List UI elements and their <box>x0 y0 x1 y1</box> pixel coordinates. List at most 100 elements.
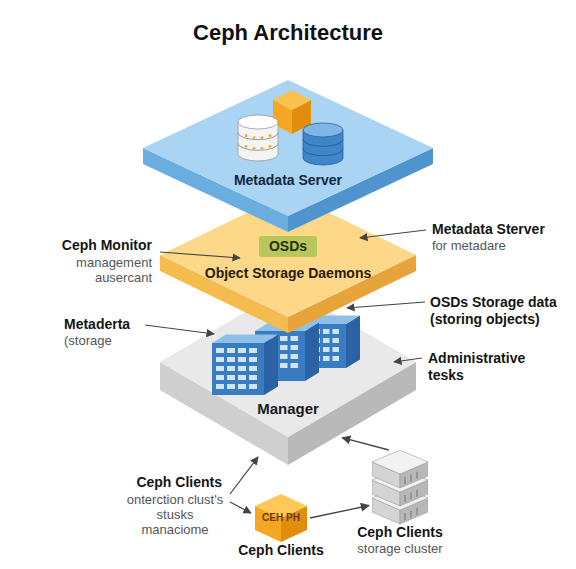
layer-shape <box>160 287 416 465</box>
database-dot <box>245 145 248 148</box>
database-dot <box>261 136 264 139</box>
rack-top <box>255 323 319 331</box>
database-dot <box>245 134 248 137</box>
node-label: Ceph Clients <box>233 542 329 559</box>
rack-window <box>323 347 330 352</box>
database-dot <box>269 134 272 137</box>
node-label: CEH PH <box>233 512 329 524</box>
leader-line <box>347 302 425 308</box>
annotation-label: Metadata Sterver <box>432 221 572 238</box>
rack-window <box>216 348 224 353</box>
database-band <box>303 149 343 156</box>
rack-window <box>249 366 257 371</box>
drive-slot <box>410 474 411 481</box>
rack-front <box>212 343 264 395</box>
annotation-label: Ceph Clients <box>100 474 222 491</box>
layer-top <box>143 80 433 216</box>
drive-slot <box>404 495 405 502</box>
component-box: OSDs <box>259 236 317 257</box>
layer-panel: Manager <box>160 287 416 465</box>
rack-top <box>300 316 360 324</box>
rack-window <box>249 348 257 353</box>
rack-window <box>323 356 330 361</box>
server-stack: Ceph Clientsstorage cluster <box>348 450 452 556</box>
drive-slot <box>404 513 405 520</box>
drive-slot <box>416 508 417 515</box>
node-label: Manager <box>160 400 416 418</box>
drive-slot <box>410 492 411 499</box>
stack-shape <box>372 450 428 524</box>
annotation-label: management ausercant <box>52 255 152 285</box>
rack-window <box>333 329 340 334</box>
layer-top <box>160 193 416 317</box>
box-face <box>273 90 311 110</box>
node-label: Ceph Clients <box>348 524 452 541</box>
diagram-title: Ceph Architecture <box>0 20 576 46</box>
rack-window <box>227 384 235 389</box>
drive-slot <box>416 490 417 497</box>
rack-window <box>333 356 340 361</box>
layer-illustration <box>212 316 360 395</box>
rack-window <box>249 375 257 380</box>
layer-illustration <box>238 90 343 165</box>
rack-side <box>305 323 319 381</box>
rack-window <box>291 363 299 368</box>
annotation-label: Metaderta <box>64 316 154 333</box>
rack-window <box>227 366 235 371</box>
annotation-label: Administrative tesks <box>428 350 548 384</box>
drive-slot <box>416 472 417 479</box>
rack-window <box>238 366 246 371</box>
rack-side <box>264 335 278 395</box>
leader-line <box>230 502 251 513</box>
layer-shape <box>143 80 433 232</box>
leader-line <box>230 457 258 494</box>
rack-window <box>238 348 246 353</box>
rack-window <box>216 384 224 389</box>
rack-window <box>333 338 340 343</box>
rack-window <box>216 375 224 380</box>
database-band <box>238 133 278 140</box>
database-dot <box>261 147 264 150</box>
node-label: Metadata Server <box>143 171 433 189</box>
rack-top <box>212 335 278 343</box>
rack-window <box>238 375 246 380</box>
rack-side <box>346 316 360 368</box>
rack-window <box>216 357 224 362</box>
rack-window <box>238 357 246 362</box>
rack-window <box>249 384 257 389</box>
layer-panel: Metadata Server <box>143 80 433 232</box>
rack-window <box>291 336 299 341</box>
database-top <box>303 123 343 137</box>
rack-window <box>280 345 288 350</box>
client-cube: CEH PH Ceph Clients <box>233 494 329 559</box>
rack-window <box>216 366 224 371</box>
layer-shape <box>160 193 416 333</box>
database-band <box>303 139 343 146</box>
annotation-label: (storage <box>64 333 154 348</box>
node-label: storage cluster <box>348 541 452 556</box>
drive-slot <box>410 510 411 517</box>
flow-arrow <box>310 506 369 519</box>
annotation-label: OSDs Storage data (storing objects) <box>430 294 570 328</box>
database-band <box>238 143 278 150</box>
layer-top <box>160 287 416 437</box>
database-dot <box>269 145 272 148</box>
rack-window <box>227 348 235 353</box>
rack-window <box>280 354 288 359</box>
annotation-label: onterction clust's stusks manaciome <box>126 492 224 537</box>
box-face <box>372 450 428 474</box>
rack-window <box>291 345 299 350</box>
rack-window <box>323 329 330 334</box>
rack-window <box>333 347 340 352</box>
drive-slot <box>404 477 405 484</box>
node-label: OSDs <box>269 238 307 255</box>
database-top <box>238 115 278 129</box>
rack-window <box>280 363 288 368</box>
rack-window <box>238 384 246 389</box>
annotation-label: for metadare <box>432 238 572 253</box>
rack-window <box>291 354 299 359</box>
rack-window <box>227 357 235 362</box>
